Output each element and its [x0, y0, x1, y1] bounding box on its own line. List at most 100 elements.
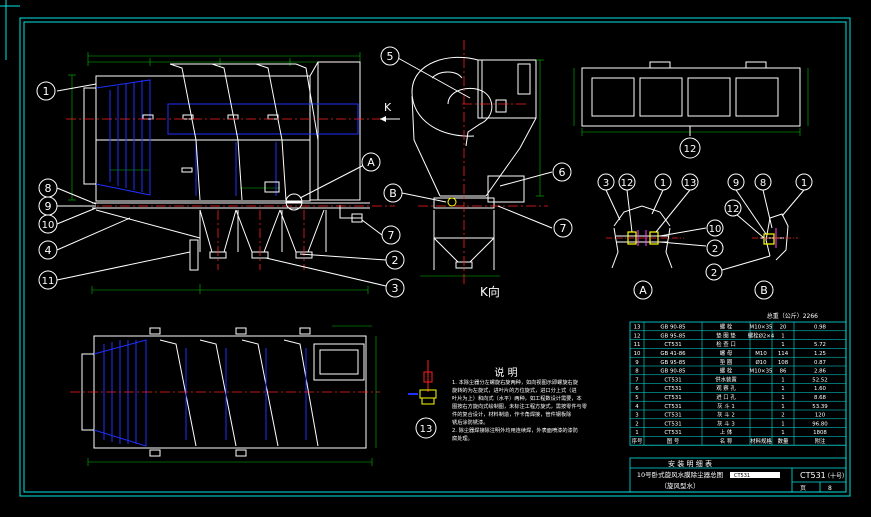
notes-title: 说 明 — [494, 366, 517, 379]
detail-b-view-label: B — [760, 284, 768, 297]
callout-label: 10 — [42, 220, 55, 231]
parts-table-cell-qty: 86 — [780, 369, 787, 375]
detail-b-callouts: 9 8 1 12 2 — [705, 173, 813, 281]
detail-a-label: 13 — [684, 178, 697, 189]
parts-table-cell-no: 9 — [635, 360, 639, 366]
detail-a-label: 2 — [712, 244, 718, 255]
parts-table-cell-code: 图 号 — [667, 437, 680, 445]
callout-bubble-7-main: 7 — [381, 225, 401, 245]
parts-table-cell-code: CT531 — [664, 404, 681, 410]
parts-table-cell-weight: 5.72 — [814, 342, 826, 348]
callout-label: B — [389, 187, 397, 200]
detail-b-label: 1 — [801, 178, 807, 189]
k-arrow-label: K — [384, 101, 392, 114]
callout-label: 8 — [45, 182, 52, 195]
parts-table-cell-weight: 附注 — [815, 437, 826, 445]
sheet-value: 8 — [828, 485, 832, 492]
parts-table-cell-spec: M10×35 — [750, 325, 773, 331]
callout-label: 7 — [388, 229, 395, 242]
parts-table-cell-qty: 1 — [781, 430, 784, 436]
callout-bubble-1-main: 1 — [36, 81, 56, 101]
front-view: K — [66, 52, 400, 294]
parts-table-cell-qty: 1 — [781, 404, 784, 410]
parts-table-cell-code: CT531 — [664, 377, 681, 383]
parts-table-cell-weight: 2.86 — [814, 369, 827, 375]
parts-table-cell-spec: 螺栓Ø2×4 — [748, 331, 775, 339]
callout-label: 4 — [45, 244, 52, 257]
parts-table-cell-weight: 0.87 — [814, 360, 826, 366]
parts-table-cell-weight: 1.60 — [814, 386, 827, 392]
parts-table-cell-qty: 1 — [781, 386, 784, 392]
callout-label: 2 — [392, 254, 399, 267]
parts-table-cell-code: CT531 — [664, 421, 681, 427]
parts-table-cell-no: 6 — [635, 386, 639, 392]
callout-bubble-8: 8 — [38, 178, 58, 198]
callout-label: 3 — [392, 282, 399, 295]
parts-table-cell-code: CT531 — [664, 342, 681, 348]
parts-table-cell-name: 螺 母 — [720, 349, 733, 357]
parts-table-cell-no: 1 — [635, 430, 638, 436]
parts-table-cell-name: 供水装置 — [715, 375, 737, 383]
parts-table-cell-qty: 20 — [780, 325, 787, 331]
notes-block: 说 明 1. 本除尘器分左螺旋右旋两种，如向视图示即螺旋右旋 旋转的为左旋式，进… — [452, 366, 588, 442]
parts-table-cell-weight: 8.68 — [814, 395, 827, 401]
callout-bubble-4: 4 — [38, 240, 58, 260]
callout-label: 6 — [559, 166, 566, 179]
parts-table-cell-name: 垫 圈 — [720, 358, 733, 366]
parts-table-cell-qty: 1 — [781, 333, 784, 339]
parts-table-cell-qty: 1 — [781, 342, 784, 348]
parts-table-cell-no: 13 — [634, 325, 641, 331]
parts-table-cell-qty: 114 — [778, 351, 789, 357]
detail-a-label: 12 — [621, 178, 634, 189]
note-line: 件的复合设计，材料制造，作卡角焊接，管件钢板除 — [452, 410, 572, 418]
parts-table-cell-no: 4 — [635, 404, 639, 410]
detail-b — [752, 213, 798, 261]
callout-bubble-b: B — [383, 183, 403, 203]
bolt-detail — [408, 360, 437, 405]
title-block-section: 安 装 明 细 表 — [668, 459, 712, 468]
callout-bubble-10: 10 — [38, 214, 58, 234]
detail-a-label: 1 — [660, 178, 666, 189]
parts-table-cell-weight: 96.80 — [812, 421, 828, 427]
parts-table-cell-name: 垫 圈 垫 — [716, 331, 736, 339]
parts-table-cell-code: GB 90-85 — [660, 325, 685, 331]
parts-table-cell-code: CT531 — [664, 413, 681, 419]
parts-table-cell-weight: 1808 — [813, 430, 827, 436]
parts-table-cell-no: 3 — [635, 413, 638, 419]
detail-a-callouts: 3 12 1 13 10 2 — [597, 173, 724, 257]
parts-table-cell-qty: 2 — [781, 413, 784, 419]
parts-table-cell-qty: 1 — [781, 395, 784, 401]
callout-bubble-11: 11 — [38, 270, 58, 290]
detail-a-label: 3 — [603, 178, 609, 189]
drawing-subtitle: （旋风型水） — [661, 481, 700, 490]
parts-table-cell-name: 灰 斗 3 — [717, 419, 735, 427]
callout-label: A — [367, 156, 375, 169]
title-bar-code: CT531 — [734, 473, 750, 479]
parts-table-cell-code: CT531 — [664, 386, 681, 392]
callouts — [56, 57, 691, 287]
parts-table-cell-qty: 数量 — [778, 437, 789, 445]
k-arrow: K — [380, 101, 400, 122]
side-view-k: K向 — [411, 40, 548, 299]
note-line: 1. 本除尘器分左螺旋右旋两种，如向视图示即螺旋右旋 — [452, 378, 579, 386]
note-line: 2. 除尘器焊接除注明外均用连续焊，外表面喷漆的漆防 — [452, 426, 578, 434]
callout-bubble-9: 9 — [38, 196, 58, 216]
callout-label: 5 — [387, 50, 394, 63]
parts-table-cell-name: 上 体 — [720, 428, 733, 436]
parts-table-cell-name: 螺 栓 — [720, 323, 733, 331]
parts-table-cell-no: 12 — [634, 333, 641, 339]
parts-table-cell-no: 11 — [634, 342, 641, 348]
note-line: 腐处理。 — [452, 434, 473, 442]
parts-table-cell-code: GB 41-86 — [660, 351, 686, 357]
detail-b-label: 9 — [733, 178, 739, 189]
callout-label: 13 — [420, 424, 433, 435]
parts-table-cell-weight: 1.25 — [814, 351, 826, 357]
callout-label: 1 — [43, 85, 50, 98]
